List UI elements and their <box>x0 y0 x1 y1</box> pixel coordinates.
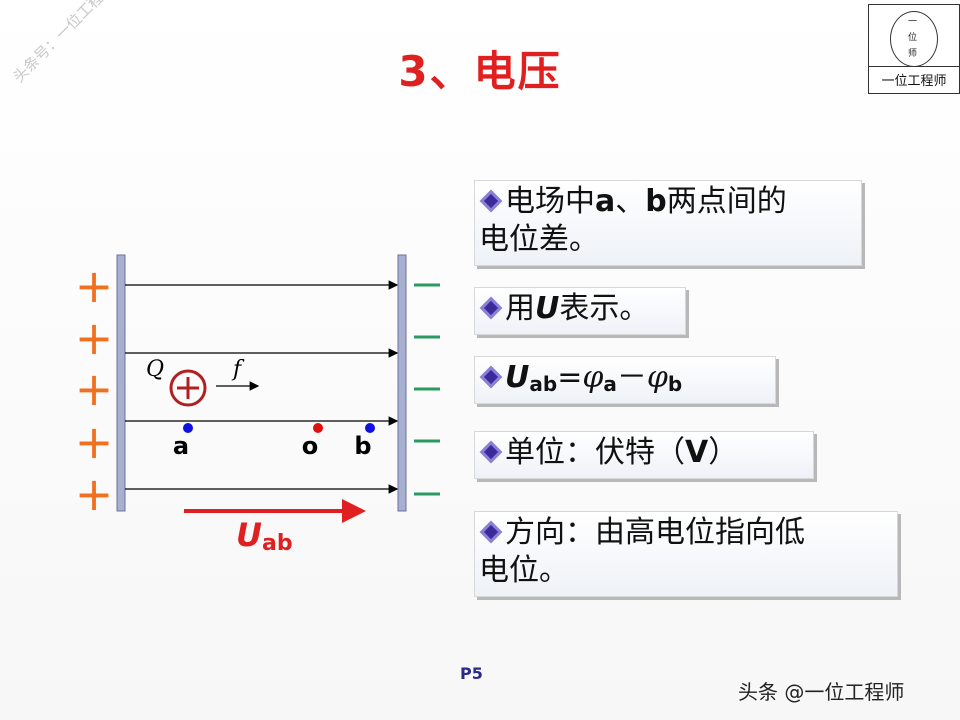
point-o-dot <box>313 423 323 433</box>
positive-charge-icon <box>169 369 207 407</box>
point-box-symbol: 用U表示。 <box>474 287 686 335</box>
point-box-unit: 单位：伏特（V） <box>474 431 814 479</box>
plus-sign: + <box>75 362 114 416</box>
negative-plate <box>397 254 407 512</box>
positive-plate <box>116 254 126 512</box>
diamond-bullet-icon <box>479 520 503 544</box>
footer-watermark: 头条 @一位工程师 <box>738 680 905 704</box>
point-a-dot <box>183 423 193 433</box>
point-box-formula: Uab=φa－φb <box>474 356 776 404</box>
plus-sign: + <box>75 259 114 313</box>
diamond-bullet-icon <box>479 189 503 213</box>
point-a-label: a <box>173 432 189 460</box>
diamond-bullet-icon <box>479 440 503 464</box>
logo: 一 位 师 一位工程师 <box>868 4 960 94</box>
definition-line2: 电位差。 <box>479 222 599 257</box>
diamond-bullet-icon <box>479 365 503 389</box>
voltage-label: Uab <box>236 516 293 556</box>
diamond-bullet-icon <box>479 296 503 320</box>
slide-title: 3、电压 <box>398 47 562 96</box>
charge-label: Q <box>146 357 164 382</box>
point-b-dot <box>365 423 375 433</box>
plus-sign: + <box>75 415 114 469</box>
plus-sign: + <box>75 311 114 365</box>
point-box-definition: 电场中a、b两点间的 电位差。 <box>474 180 862 266</box>
force-label: f <box>231 357 245 382</box>
page-number: P5 <box>460 664 483 683</box>
logo-text: 一位工程师 <box>869 66 959 89</box>
plus-sign: + <box>75 467 114 521</box>
point-b-label: b <box>354 432 371 460</box>
point-o-label: o <box>302 432 319 460</box>
direction-line2: 电位。 <box>479 553 569 588</box>
point-box-direction: 方向：由高电位指向低 电位。 <box>474 511 898 597</box>
